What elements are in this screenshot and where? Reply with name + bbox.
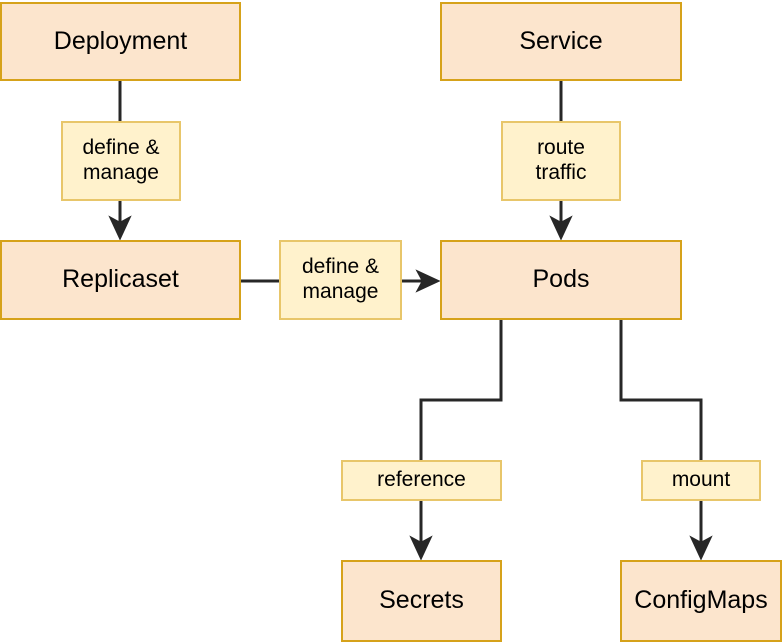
node-deployment[interactable]: Deployment	[0, 2, 241, 81]
node-service[interactable]: Service	[440, 2, 682, 81]
edge-label-mount[interactable]: mount	[641, 460, 761, 501]
node-secrets[interactable]: Secrets	[341, 560, 502, 642]
edge-label-define-manage-replicaset[interactable]: define & manage	[279, 240, 402, 320]
edge-label-reference[interactable]: reference	[341, 460, 502, 501]
node-replicaset[interactable]: Replicaset	[0, 240, 241, 320]
node-pods[interactable]: Pods	[440, 240, 682, 320]
connector-pods-to-mount	[619, 320, 703, 460]
edge-label-route-traffic[interactable]: route traffic	[501, 121, 621, 201]
edge-label-define-manage-deployment[interactable]: define & manage	[61, 121, 181, 201]
node-configmaps[interactable]: ConfigMaps	[620, 560, 782, 642]
connector-pods-to-reference	[419, 320, 503, 460]
